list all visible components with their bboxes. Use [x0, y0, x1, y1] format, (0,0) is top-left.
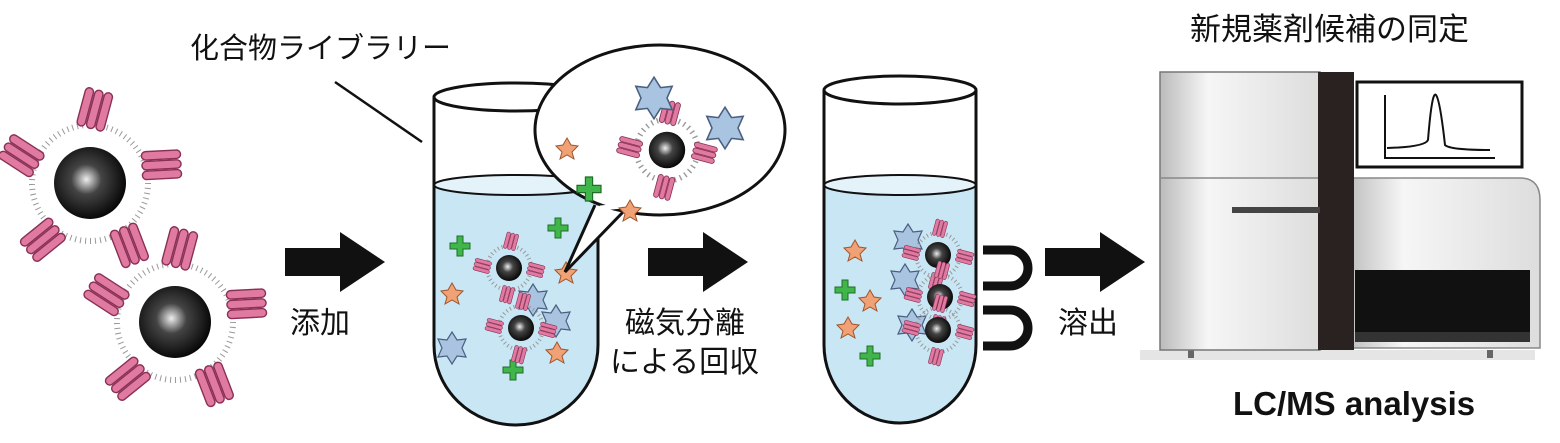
magnet-icon: [983, 245, 1033, 351]
arrow-right-icon: [648, 232, 748, 292]
identification-title: 新規薬剤候補の同定: [1190, 12, 1469, 48]
magnetic-separation-label: 磁気分離: [625, 306, 745, 341]
arrow-right-icon: [285, 232, 385, 292]
chromatogram-monitor: [1355, 80, 1524, 169]
lcms-analysis-label: LC/MS analysis: [1233, 385, 1475, 422]
recovery-label: による回収: [610, 345, 759, 380]
tube-2: [822, 74, 976, 425]
addition-label: 添加: [290, 306, 350, 341]
compound-library-label: 化合物ライブラリー: [190, 31, 451, 65]
zoom-bubble: [533, 43, 787, 274]
tube-1: [432, 81, 600, 427]
protein-bead-2: [79, 226, 273, 414]
elution-label: 溶出: [1058, 306, 1118, 341]
lcms-instrument: [1140, 71, 1541, 360]
protein-bead-1: [0, 87, 189, 275]
leader-line: [334, 80, 423, 144]
arrow-right-icon: [1045, 232, 1145, 292]
